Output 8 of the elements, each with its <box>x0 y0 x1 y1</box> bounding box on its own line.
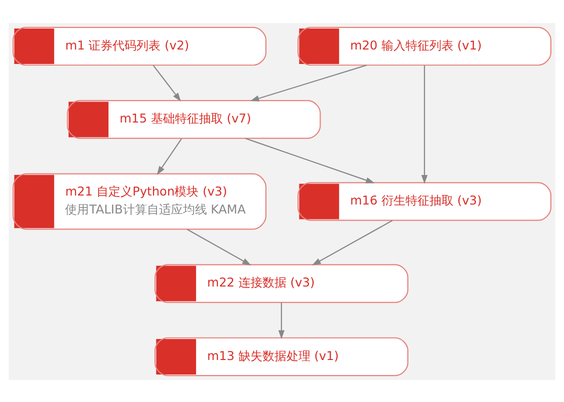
arrow <box>312 220 393 265</box>
arrow <box>152 64 181 102</box>
arrow <box>156 138 182 174</box>
arrow <box>421 64 428 184</box>
arrow <box>250 64 367 101</box>
arrow <box>186 228 252 265</box>
arrow <box>278 302 285 339</box>
arrow <box>245 137 375 183</box>
